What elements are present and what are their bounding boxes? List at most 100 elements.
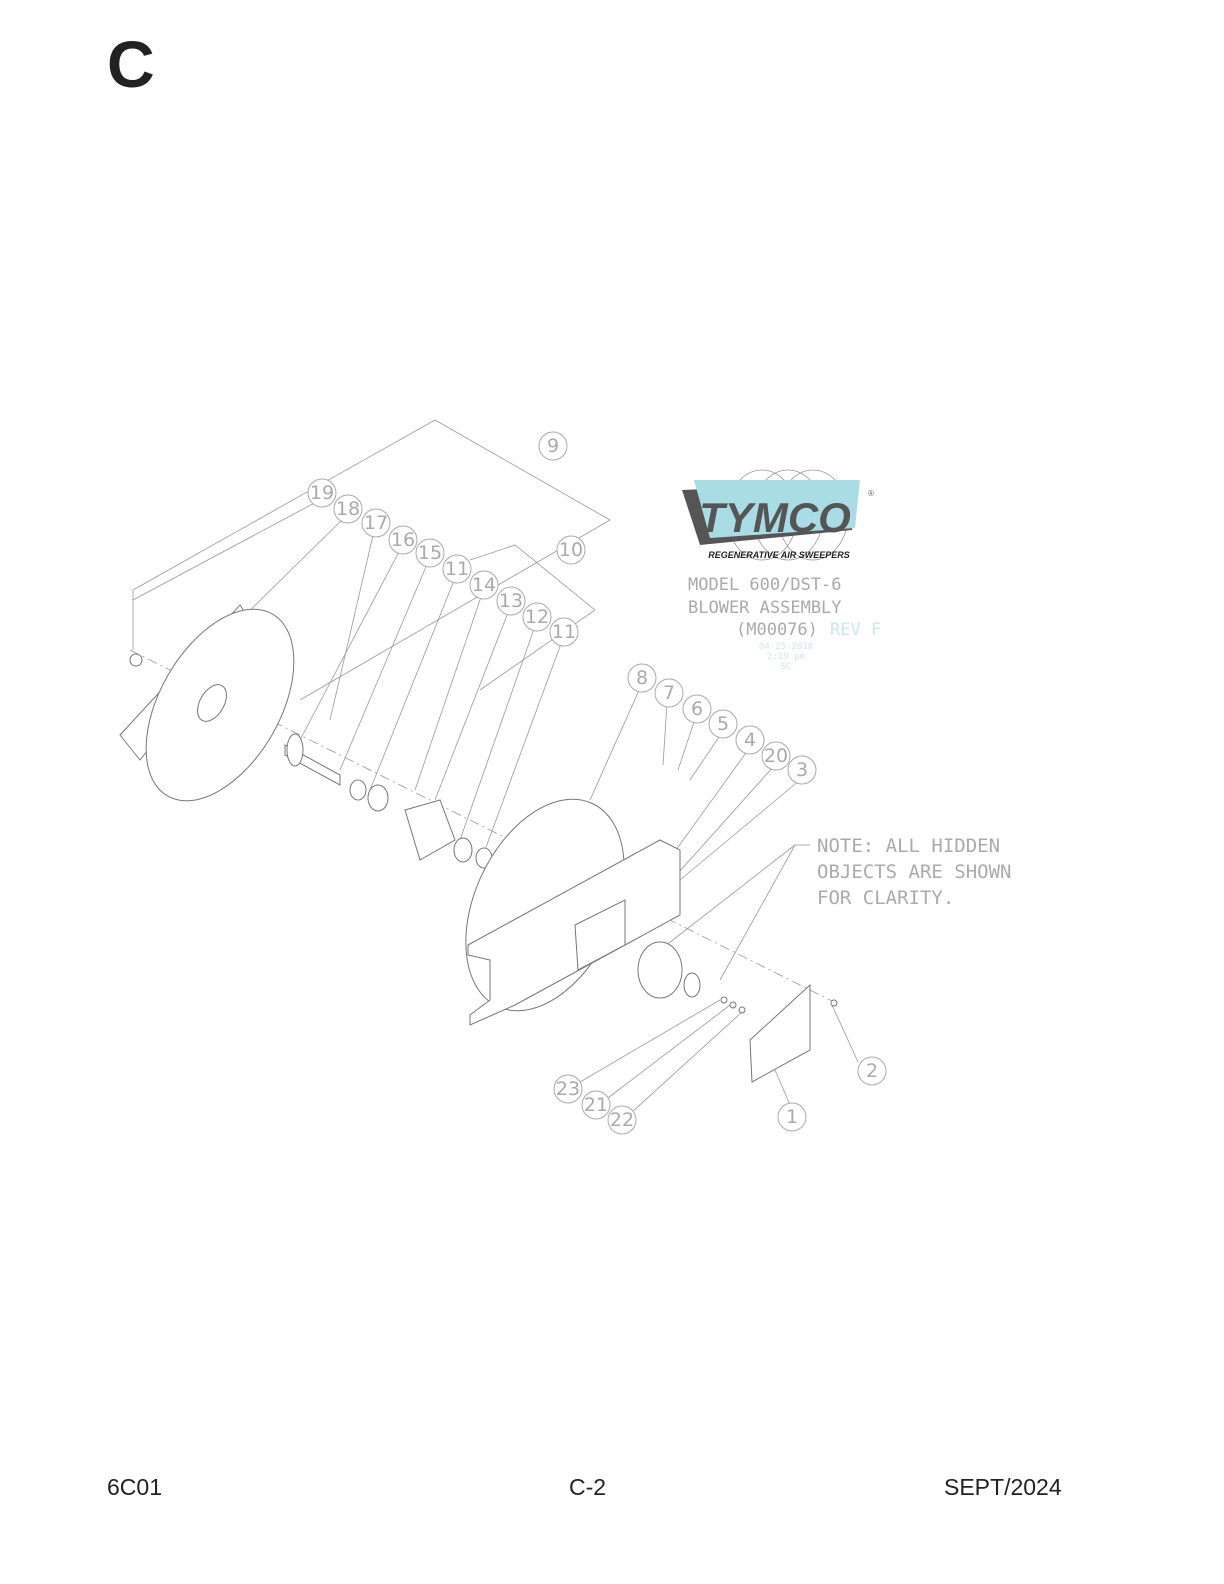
title-block: MODEL 600/DST-6 BLOWER ASSEMBLY (M00076)… (688, 575, 881, 672)
callout-circle (307, 478, 337, 508)
tymco-logo: TYMCO ® REGENERATIVE AIR SWEEPERS (682, 469, 874, 561)
footer-page-code: 6C01 (107, 1474, 162, 1500)
callout-circle (553, 1074, 583, 1104)
callout-number: 23 (556, 1078, 580, 1100)
callout-number: 14 (472, 574, 496, 596)
callout-1: 19 (307, 478, 337, 508)
callout-number: 10 (559, 539, 583, 561)
screw (830, 999, 838, 1007)
callout-number: 6 (691, 698, 703, 720)
callout-0: 9 (538, 431, 568, 461)
callout-circle (607, 1105, 637, 1135)
bearing-housing (404, 799, 456, 861)
callout-10: 11 (549, 617, 579, 647)
leader-lines (129, 419, 859, 1113)
callout-14: 6 (682, 694, 712, 724)
callout-number: 3 (796, 759, 808, 781)
initials: SC (781, 662, 792, 672)
callout-17: 20 (761, 741, 791, 771)
callout-circle (627, 663, 657, 693)
callout-19: 2 (857, 1056, 887, 1086)
nut (129, 653, 143, 667)
callout-circle (857, 1056, 887, 1086)
drawing-number: (M00076) (736, 620, 818, 640)
callout-circle (735, 725, 765, 755)
bearing (367, 784, 389, 812)
washer (720, 996, 728, 1004)
bushing (683, 972, 701, 998)
callout-number: 22 (610, 1109, 634, 1131)
callout-2: 18 (333, 494, 363, 524)
housing-frame (467, 839, 681, 1026)
logo-fill (694, 480, 860, 538)
cover-plate (749, 983, 811, 1083)
callout-circle (654, 678, 684, 708)
bearing-2 (453, 837, 473, 863)
bolt (738, 1006, 746, 1014)
impeller-hub (197, 684, 227, 722)
callout-7: 14 (469, 570, 499, 600)
callout-8: 13 (496, 586, 526, 616)
callout-circle (777, 1102, 807, 1132)
assembly-text: BLOWER ASSEMBLY (688, 598, 842, 618)
lockwasher (729, 1001, 737, 1009)
callout-number: 17 (364, 512, 388, 534)
callout-18: 3 (787, 755, 817, 785)
note-line-3: FOR CLARITY. (817, 887, 954, 909)
callout-number: 4 (744, 729, 756, 751)
callout-circle (682, 694, 712, 724)
callout-number: 21 (584, 1094, 608, 1116)
callout-13: 7 (654, 678, 684, 708)
callout-circle (708, 709, 738, 739)
callout-number: 9 (547, 435, 559, 457)
parts (119, 590, 838, 1083)
model-text: MODEL 600/DST-6 (688, 575, 842, 595)
note-line-1: NOTE: ALL HIDDEN (817, 835, 1000, 857)
callout-22: 21 (581, 1090, 611, 1120)
footer-page-number: C-2 (569, 1474, 607, 1500)
callout-9: 12 (522, 602, 552, 632)
footer-date: SEPT/2024 (944, 1474, 1062, 1500)
date: 04-25-2018 (759, 642, 813, 652)
callout-number: 5 (717, 713, 729, 735)
callout-number: 13 (499, 590, 523, 612)
callout-number: 20 (764, 745, 788, 767)
time: 2:19 pm (767, 652, 805, 662)
callout-circle (388, 525, 418, 555)
callout-21: 23 (553, 1074, 583, 1104)
callout-circle (549, 617, 579, 647)
callout-number: 19 (310, 482, 334, 504)
section-letter: C (107, 27, 155, 101)
shaft-collar (286, 733, 304, 767)
housing-opening (574, 899, 626, 971)
callout-number: 7 (663, 682, 675, 704)
callout-circle (442, 554, 472, 584)
callout-circle (361, 508, 391, 538)
callout-number: 11 (552, 621, 576, 643)
revision: REV F (830, 620, 881, 640)
callout-5: 15 (415, 538, 445, 568)
registered-mark: ® (868, 489, 874, 498)
callout-circle (581, 1090, 611, 1120)
callout-number: 18 (336, 498, 360, 520)
callout-number: 8 (636, 667, 648, 689)
callout-circle (415, 538, 445, 568)
logo-tagline: REGENERATIVE AIR SWEEPERS (708, 550, 850, 560)
seal (349, 779, 367, 801)
logo-brand: TYMCO (699, 494, 851, 541)
pulley (637, 941, 683, 999)
callout-number: 11 (445, 558, 469, 580)
callout-4: 16 (388, 525, 418, 555)
callout-circle (522, 602, 552, 632)
note: NOTE: ALL HIDDEN OBJECTS ARE SHOWN FOR C… (817, 835, 1011, 909)
callout-circle (556, 535, 586, 565)
callout-circle (538, 431, 568, 461)
callout-23: 22 (607, 1105, 637, 1135)
callout-number: 16 (391, 529, 415, 551)
callout-3: 17 (361, 508, 391, 538)
callout-number: 12 (525, 606, 549, 628)
callout-circle (761, 741, 791, 771)
callout-number: 2 (866, 1060, 878, 1082)
